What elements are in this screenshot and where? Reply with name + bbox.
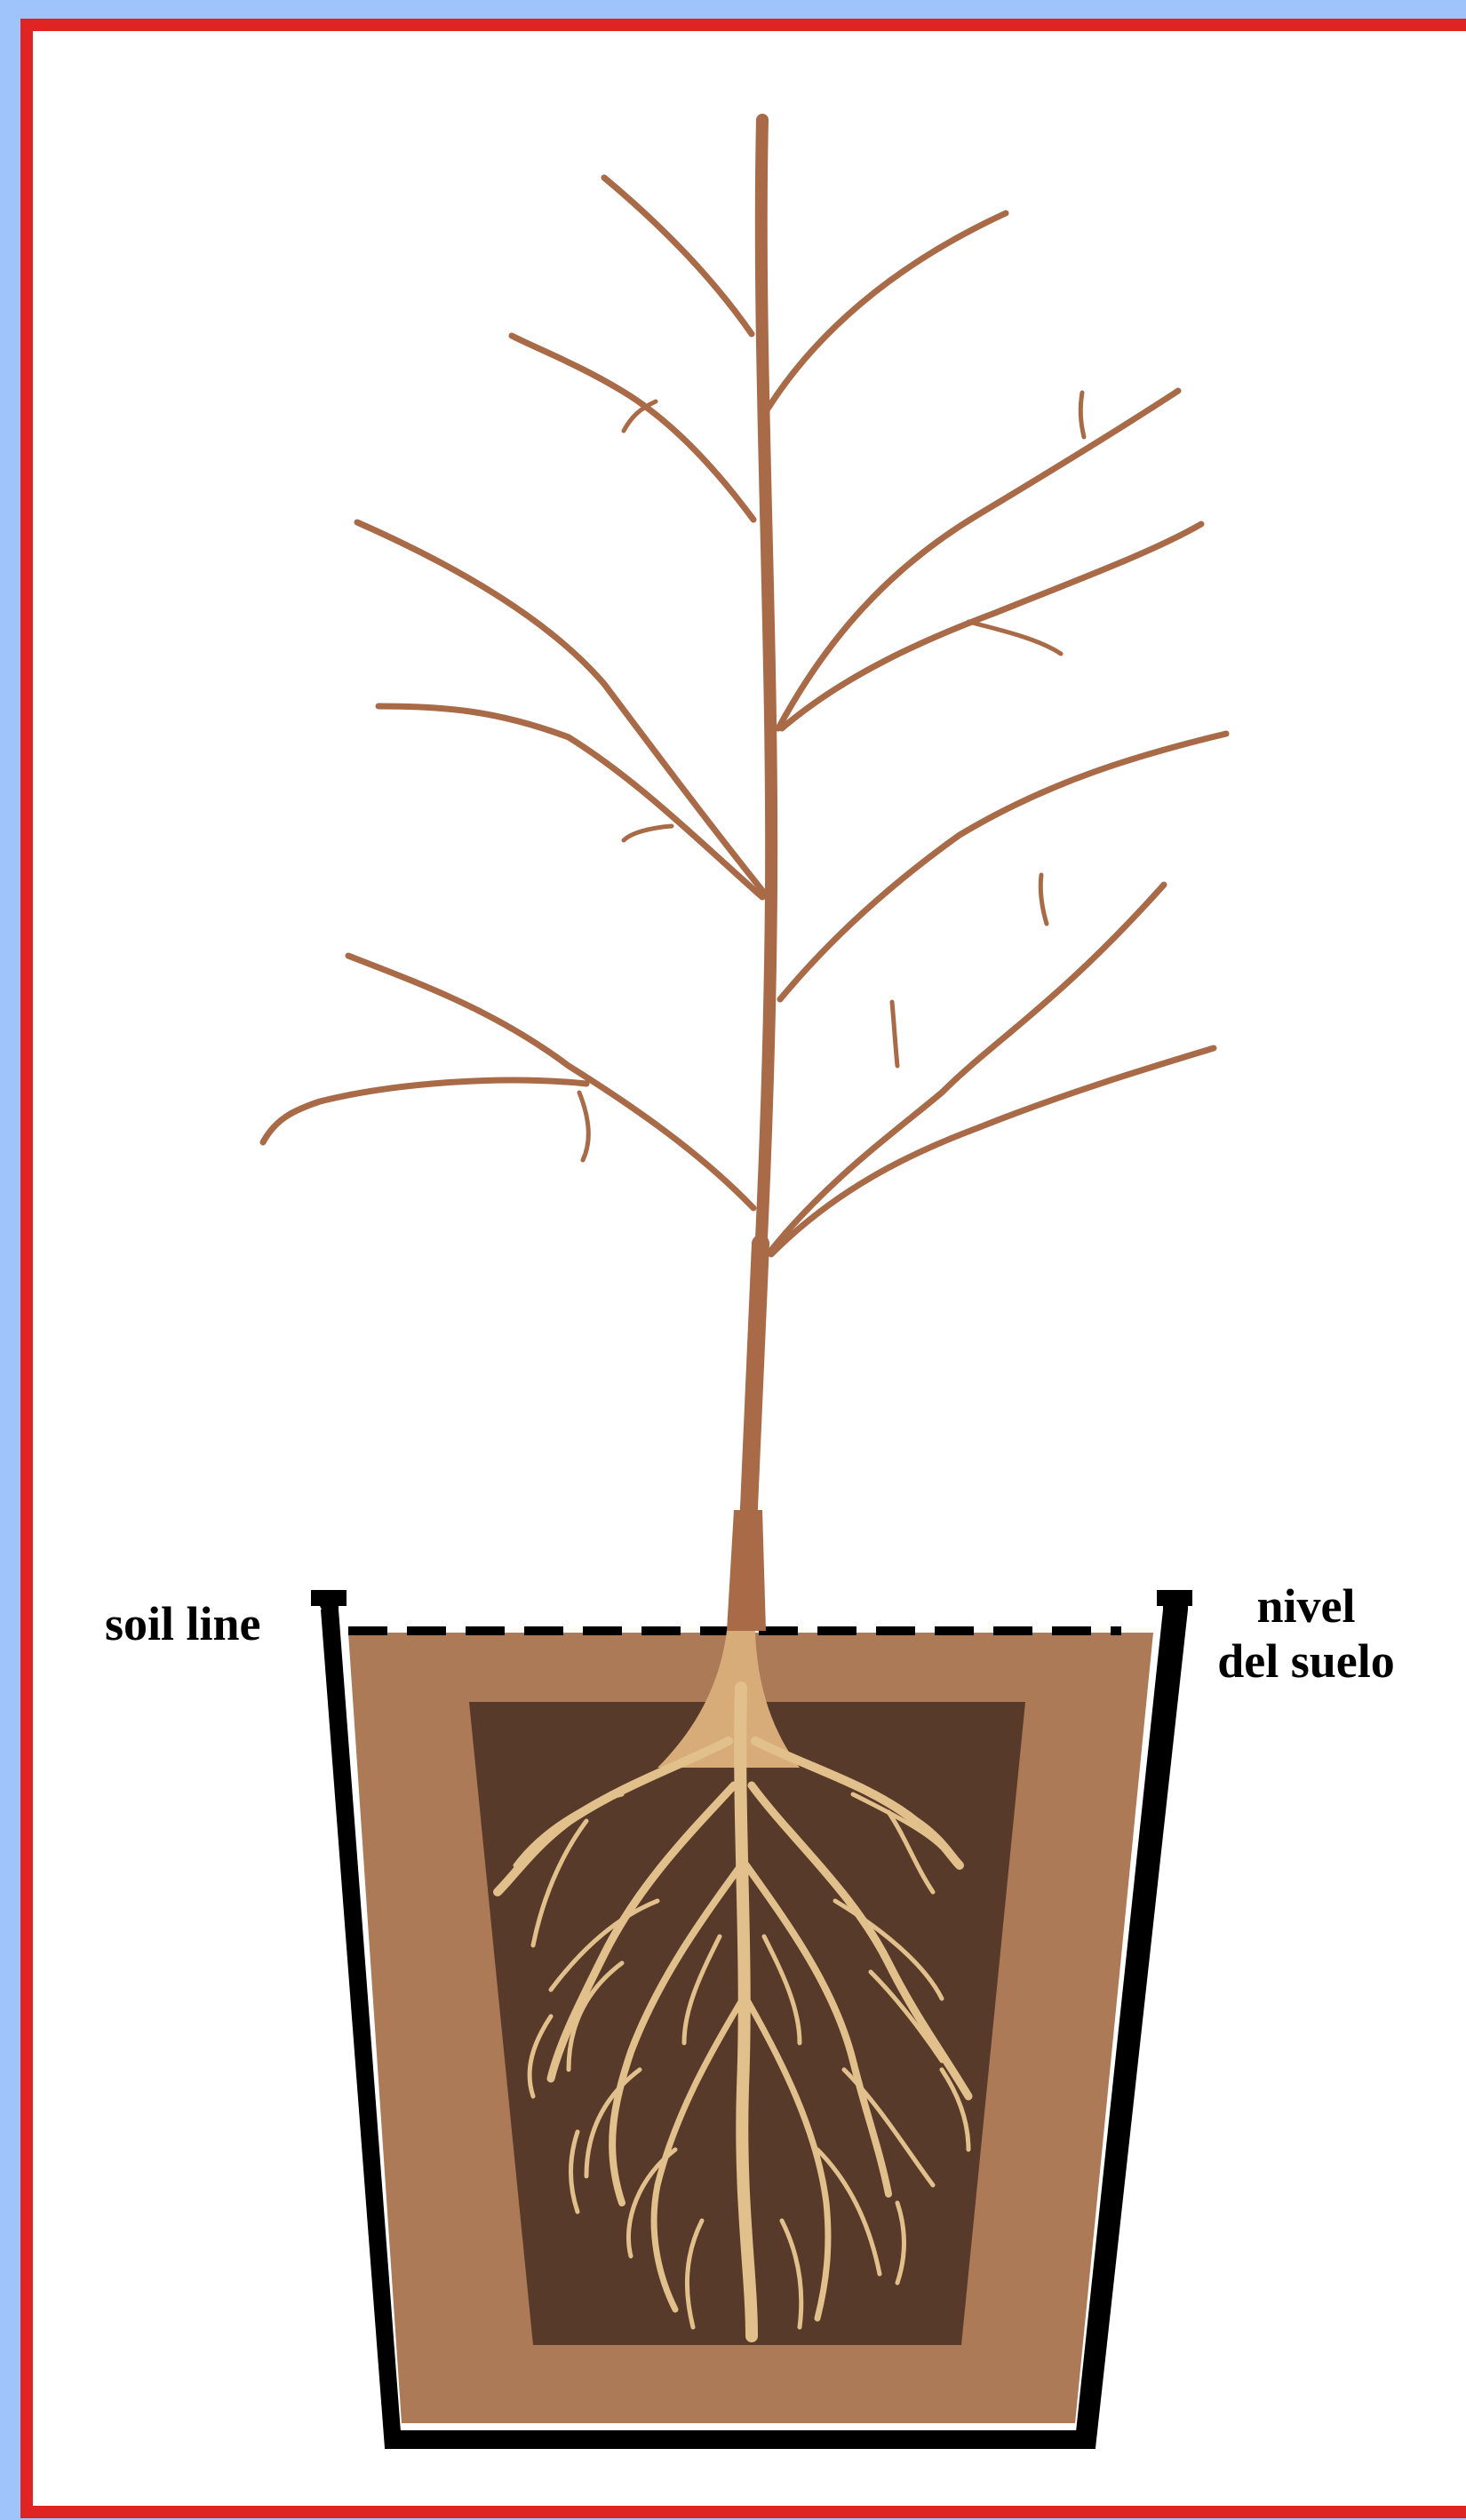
soil-line-label-es-line1: nivel [1199, 1578, 1413, 1634]
soil-line-label-es-line2: del suelo [1199, 1634, 1413, 1689]
soil-line-label-es: nivel del suelo [1199, 1578, 1413, 1689]
pot-rim-left [311, 1590, 347, 1606]
soil-line-label-en: soil line [105, 1596, 261, 1651]
pot-rim-right [1157, 1590, 1192, 1606]
trunk-lower [748, 1244, 761, 1528]
